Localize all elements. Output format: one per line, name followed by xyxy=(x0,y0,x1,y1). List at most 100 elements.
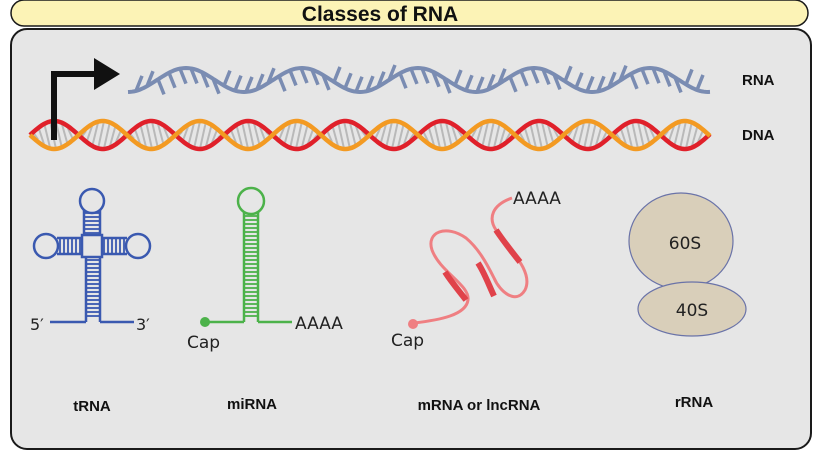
rrna-label: rRNA xyxy=(675,394,714,411)
dna-base-pair xyxy=(481,121,489,149)
mirna-cap-label: Cap xyxy=(187,333,220,353)
rna-base xyxy=(365,75,375,92)
rna-base xyxy=(629,73,639,90)
dna-base-pair xyxy=(349,122,357,148)
dna-base-pair xyxy=(295,120,303,150)
dna-base-pair xyxy=(445,122,453,148)
rna-base xyxy=(420,67,430,84)
trna-anticodon-loop-top xyxy=(78,187,106,215)
rna-base xyxy=(475,76,485,93)
dna-base-pair xyxy=(637,121,645,149)
large-subunit-label: 60S xyxy=(669,234,701,254)
rna-base xyxy=(244,76,254,93)
trna-label: tRNA xyxy=(73,398,111,415)
small-subunit xyxy=(637,281,747,337)
dna-base-pair xyxy=(391,120,399,150)
rna-base xyxy=(563,65,573,82)
dna-base-pair xyxy=(193,121,201,149)
rna-base xyxy=(299,67,309,84)
dna-base-pair xyxy=(397,122,405,148)
dna-base-pair xyxy=(343,120,351,150)
dna-base-pair xyxy=(679,120,687,150)
dna-base-pair xyxy=(625,122,633,148)
mirna-loop xyxy=(236,186,266,216)
dna-base-pair xyxy=(529,121,537,149)
dna-base-pair xyxy=(103,121,111,149)
dna-base-pair xyxy=(97,120,105,150)
dna-base-pair xyxy=(631,120,639,150)
dna-base-pair xyxy=(235,123,243,147)
rna-base xyxy=(464,74,474,91)
rna-base xyxy=(453,69,463,86)
mrna-structure xyxy=(408,196,529,329)
rna-base xyxy=(684,68,694,86)
trna-right-loop xyxy=(124,232,152,260)
mrna-tail-label: AAAA xyxy=(513,189,561,209)
small-subunit-label: 40S xyxy=(676,301,708,321)
dna-base-pair xyxy=(253,122,261,148)
dna-base-pair xyxy=(151,121,159,149)
dna-base-pair xyxy=(439,120,447,150)
rna-base xyxy=(189,67,199,85)
trna-5-prime-label: 5′ xyxy=(30,315,44,334)
rna-base xyxy=(233,74,243,92)
dna-base-pair xyxy=(247,121,255,149)
rna-base xyxy=(343,72,353,89)
rna-base xyxy=(530,67,540,84)
trna-structure xyxy=(32,187,152,324)
mirna-tail-label: AAAA xyxy=(295,314,343,334)
dna-strand-orange xyxy=(28,118,712,152)
mrna-cap-dot xyxy=(408,319,418,329)
dna-base-pair xyxy=(289,121,297,149)
dna-base-pair xyxy=(577,122,585,148)
rna-base xyxy=(596,75,606,93)
dna-base-pair xyxy=(199,121,207,149)
mrna-highlight-segments xyxy=(442,228,523,302)
rna-base xyxy=(541,68,551,86)
rna-base xyxy=(519,70,529,87)
mirna-structure xyxy=(205,186,292,324)
dna-base-pair xyxy=(685,121,693,149)
dna-base-pair xyxy=(493,121,501,149)
rna-base xyxy=(651,67,661,84)
mrna-label: mRNA or lncRNA xyxy=(418,397,541,414)
dna-base-pair xyxy=(91,122,99,148)
dna-base-pair xyxy=(241,121,249,149)
dna-base-pair xyxy=(385,121,393,149)
rna-base xyxy=(585,75,595,93)
title-banner xyxy=(10,0,809,27)
rna-base xyxy=(288,69,298,87)
rna-base xyxy=(310,69,320,86)
rna-base xyxy=(134,75,144,92)
transcription-start-arrow xyxy=(51,58,120,140)
ribosome xyxy=(628,192,747,337)
dna-base-pair xyxy=(187,122,195,148)
rna-base xyxy=(277,75,287,92)
dna-base-pair xyxy=(589,121,597,149)
dna-base-pair xyxy=(337,121,345,149)
rna-base xyxy=(178,67,188,85)
rna-strand xyxy=(127,64,711,96)
dna-label: DNA xyxy=(742,127,775,144)
trna-3-prime-label: 3′ xyxy=(136,315,150,334)
dna-base-pair xyxy=(433,121,441,149)
rna-base xyxy=(332,66,342,83)
rna-base xyxy=(640,68,650,85)
rna-base xyxy=(222,69,232,87)
dna-base-pair xyxy=(43,122,51,148)
rna-base xyxy=(574,72,584,89)
dna-base-pair xyxy=(205,123,213,147)
mirna-cap-dot xyxy=(200,317,210,327)
rna-base xyxy=(167,72,177,89)
dna-base-pair xyxy=(145,120,153,150)
dna-helix xyxy=(28,118,712,152)
rna-base xyxy=(695,74,705,91)
rna-base xyxy=(156,78,166,96)
rna-base xyxy=(409,68,419,85)
mirna-label: miRNA xyxy=(227,396,277,413)
dna-base-pair xyxy=(139,122,147,148)
trna-left-loop xyxy=(32,232,60,260)
dna-base-pair xyxy=(487,120,495,150)
dna-base-pair xyxy=(541,121,549,149)
